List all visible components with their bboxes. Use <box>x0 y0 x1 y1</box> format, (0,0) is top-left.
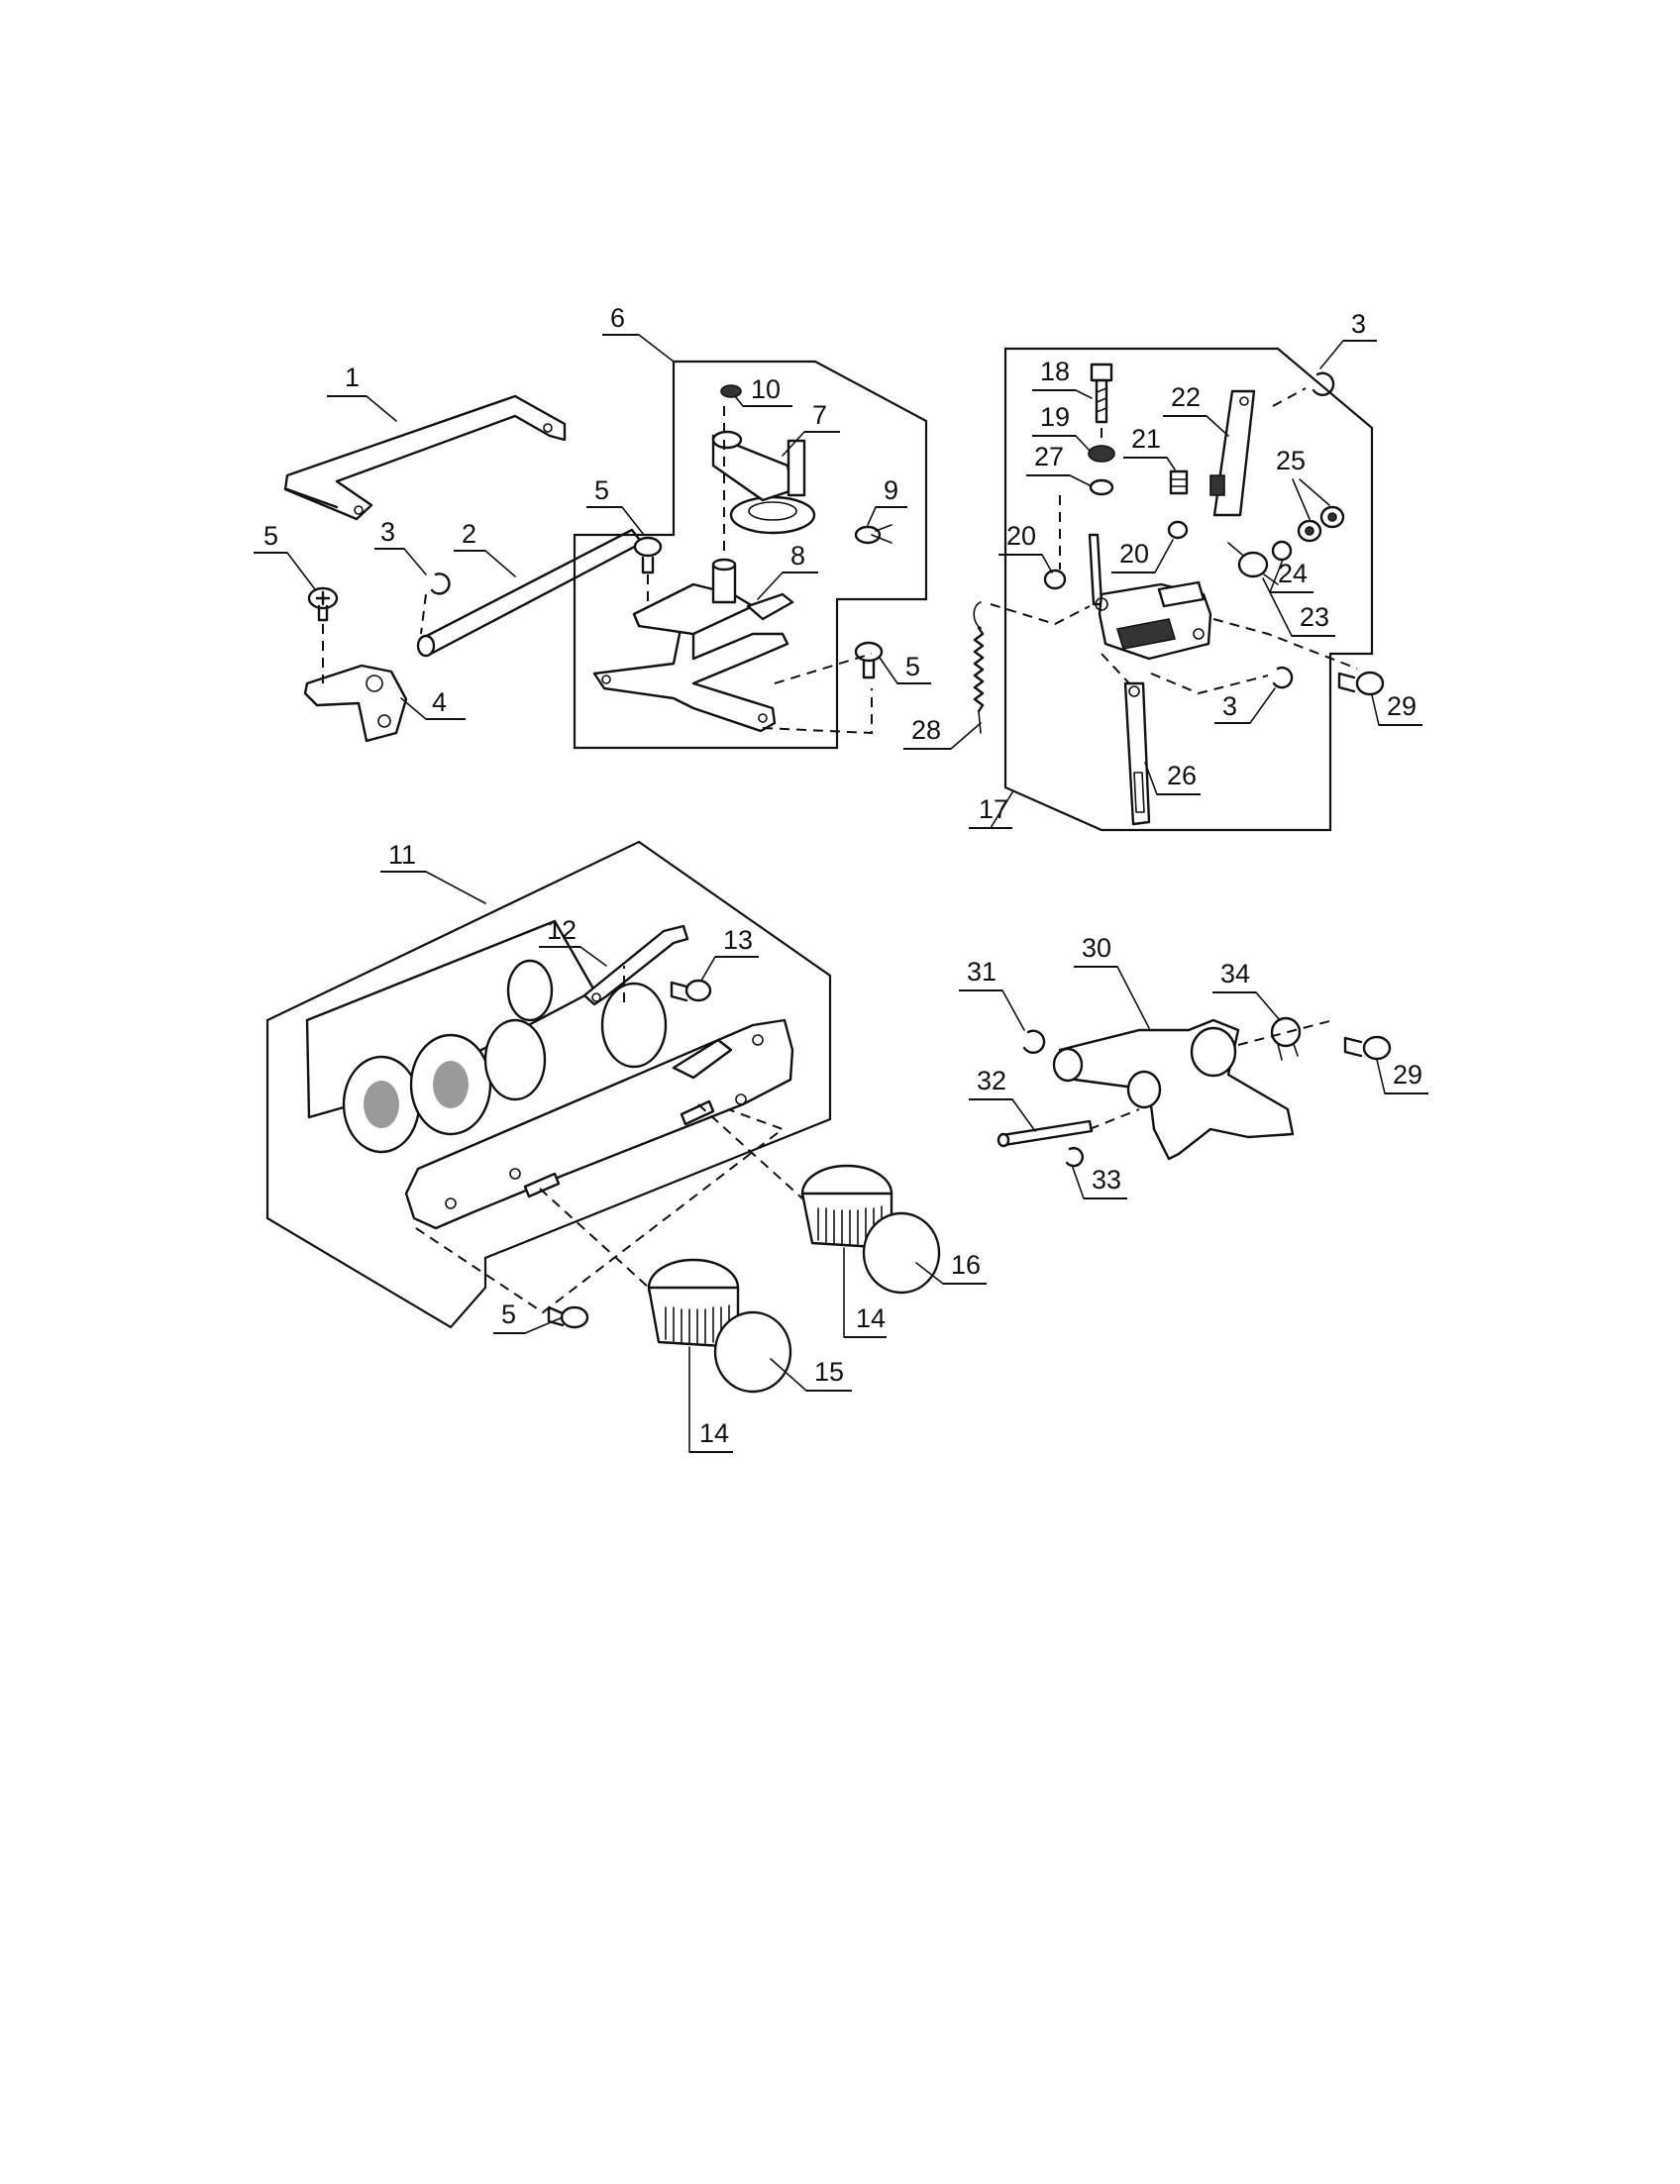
callout-21: 21 <box>1131 424 1161 454</box>
part-group-6-box <box>573 360 928 750</box>
part-20-nut-left <box>1043 569 1067 590</box>
part-13-screw <box>670 979 712 1002</box>
part-21-nut <box>1169 469 1189 495</box>
callout-4: 4 <box>432 687 447 717</box>
part-32-pin <box>997 1119 1094 1148</box>
part-23-spring <box>1227 542 1279 585</box>
callout-15: 15 <box>814 1357 844 1387</box>
callout-8: 8 <box>790 541 805 571</box>
part-15-cap <box>713 1310 792 1394</box>
callout-27: 27 <box>1034 442 1064 471</box>
callout-6: 6 <box>610 303 625 333</box>
callout-13: 13 <box>723 925 753 955</box>
callout-20-left: 20 <box>1006 521 1036 551</box>
callout-11: 11 <box>388 840 416 870</box>
part-5-screw-top <box>633 536 663 574</box>
callout-5-left: 5 <box>263 521 278 551</box>
callout-30: 30 <box>1082 933 1111 963</box>
callout-12: 12 <box>547 915 577 945</box>
part-30-lever <box>1052 1018 1295 1161</box>
part-12-bracket <box>582 924 689 1006</box>
part-4-bracket <box>303 664 408 743</box>
part-24-washer <box>1271 540 1293 562</box>
part-5-screw-left <box>307 586 339 622</box>
part-11-drums <box>342 959 668 1154</box>
part-29-screw-lower <box>1343 1035 1392 1061</box>
part-9-spring-clip <box>854 524 892 545</box>
callout-23: 23 <box>1300 602 1329 632</box>
part-19-washer <box>1088 445 1115 463</box>
callout-32: 32 <box>977 1066 1006 1095</box>
callout-5-center: 5 <box>594 475 609 505</box>
part-3-e-ring <box>430 572 451 595</box>
part-11-gear-unit <box>305 919 794 1230</box>
part-25-washers <box>1297 505 1345 543</box>
part-16-cap <box>862 1211 941 1295</box>
callout-16: 16 <box>951 1250 981 1280</box>
part-26-link-plate <box>1123 681 1151 826</box>
part-18-bolt <box>1090 363 1113 424</box>
callout-2: 2 <box>462 519 476 549</box>
callout-3-top-right: 3 <box>1351 309 1366 339</box>
part-10-clip <box>720 384 742 398</box>
part-3-e-ring-top <box>1312 371 1335 396</box>
callout-26: 26 <box>1167 761 1197 790</box>
part-7-arm <box>711 430 816 535</box>
part-2-shaft <box>416 528 644 658</box>
callout-17: 17 <box>979 794 1008 824</box>
part-33-e-ring <box>1065 1147 1085 1168</box>
part-20-nut-right <box>1167 520 1189 540</box>
part-5-screw-bottom <box>547 1305 589 1329</box>
part-5-screw-box <box>854 641 884 679</box>
callout-7: 7 <box>812 400 827 430</box>
callout-14-right: 14 <box>856 1303 886 1333</box>
callout-labels: 1 2 3 3 3 4 5 5 5 5 6 7 8 <box>254 303 1428 1453</box>
callout-19: 19 <box>1040 402 1070 432</box>
callout-18: 18 <box>1040 357 1070 386</box>
part-3-e-ring-lower <box>1272 666 1294 689</box>
callout-29-upper: 29 <box>1387 691 1417 721</box>
part-group-lever-30 <box>997 1016 1392 1168</box>
part-22-lever <box>1209 389 1256 517</box>
part-17-body <box>1088 533 1212 661</box>
callout-20-right: 20 <box>1119 539 1149 569</box>
part-group-11-box <box>265 840 832 1329</box>
callout-14-left: 14 <box>699 1418 729 1448</box>
callout-5-box: 5 <box>905 652 920 681</box>
callout-33: 33 <box>1092 1165 1121 1195</box>
part-27-washer <box>1089 478 1114 496</box>
callout-1: 1 <box>345 363 360 392</box>
part-14-knob-left <box>647 1258 740 1349</box>
callout-22: 22 <box>1171 382 1201 412</box>
callout-24: 24 <box>1278 559 1308 588</box>
callout-5-bottom: 5 <box>501 1300 516 1329</box>
part-34-spring <box>1270 1016 1302 1061</box>
part-group-17-box <box>973 347 1385 832</box>
part-28-spring <box>973 601 985 734</box>
callout-3-lower: 3 <box>1222 691 1237 721</box>
part-1-u-bar <box>283 394 567 521</box>
part-group-handle-shaft <box>283 394 663 743</box>
callout-28: 28 <box>911 715 941 745</box>
callout-34: 34 <box>1220 959 1250 988</box>
callout-29-lower: 29 <box>1393 1060 1422 1090</box>
part-8-frame <box>592 558 794 733</box>
callout-25: 25 <box>1276 446 1306 475</box>
callout-10: 10 <box>751 374 781 404</box>
callout-9: 9 <box>884 475 898 505</box>
callout-3-left: 3 <box>380 517 395 547</box>
part-31-e-ring <box>1022 1029 1046 1054</box>
part-29-screw-upper <box>1337 671 1385 696</box>
callout-31: 31 <box>967 957 997 987</box>
